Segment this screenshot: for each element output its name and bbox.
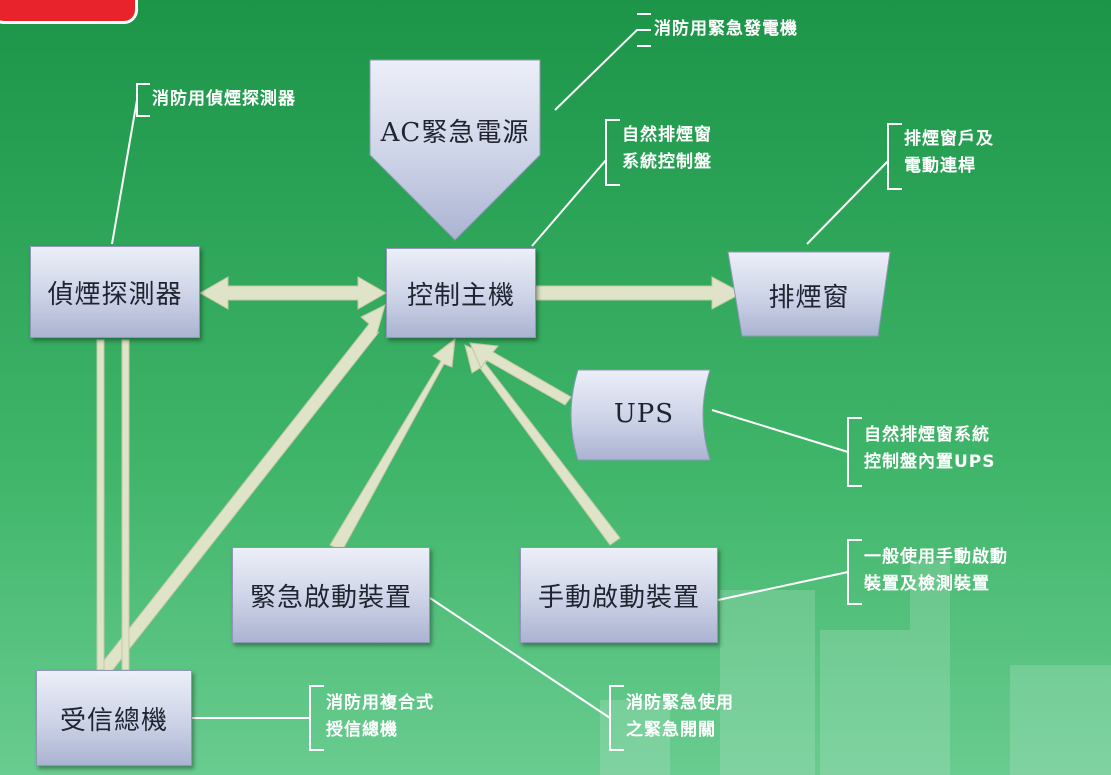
manual-start-label: 手動啟動裝置 (537, 582, 700, 613)
link-detector-receiver-right (121, 339, 130, 671)
arrow-emergency-control (329, 337, 456, 552)
callout-line-detector (111, 99, 138, 245)
callout-line-switch (429, 597, 611, 719)
callout-line-manual (717, 571, 849, 601)
smoke-window-shape (727, 251, 891, 337)
ups-text: UPS (578, 388, 710, 440)
building-silhouette (600, 560, 1111, 775)
ups-label: UPS (613, 399, 675, 429)
smoke-window-label: 排煙窗 (768, 282, 850, 313)
link-detector-receiver-left (96, 339, 105, 671)
callout-line-control-panel (531, 159, 607, 247)
callout-generator: 消防用緊急發電機 (654, 19, 798, 39)
callout-control-panel: 自然排煙窗 系統控制盤 (622, 125, 712, 172)
callout-composite: 消防用複合式 授信總機 (326, 693, 434, 740)
smoke-detector-label: 偵煙探測器 (47, 279, 183, 310)
callout-ups-builtin: 自然排煙窗系統 控制盤內置UPS (864, 425, 996, 472)
manual-start-box: 手動啟動裝置 (520, 547, 718, 643)
arrow-ups-control (469, 342, 572, 406)
ac-power-shape (369, 59, 541, 241)
callout-detector: 消防用偵煙探測器 (152, 89, 296, 109)
smoke-window-text: 排煙窗 (728, 268, 890, 322)
arrow-control-window (535, 276, 744, 310)
control-unit-box: 控制主機 (386, 248, 536, 338)
ac-power-label: AC緊急電源 (380, 117, 530, 148)
callout-window-rod: 排煙窗戶及 電動連桿 (904, 129, 994, 176)
callout-switch: 消防緊急使用 之緊急開關 (626, 693, 734, 740)
callout-line-generator (554, 29, 651, 111)
control-unit-label: 控制主機 (406, 280, 515, 311)
callout-line-ups (711, 409, 849, 453)
arrow-receiver-control (97, 304, 386, 677)
ac-power-text: AC緊急電源 (370, 100, 540, 160)
ups-shape (570, 369, 711, 461)
smoke-detector-box: 偵煙探測器 (30, 246, 200, 338)
emergency-start-label: 緊急啟動裝置 (249, 582, 412, 613)
receiver-box: 受信總機 (36, 670, 192, 766)
emergency-start-box: 緊急啟動裝置 (232, 547, 430, 643)
receiver-label: 受信總機 (59, 705, 168, 736)
callout-manual: 一般使用手動啟動 裝置及檢測裝置 (864, 547, 1008, 594)
arrow-detector-control (198, 276, 388, 310)
title-tab (0, 0, 138, 24)
callout-line-window (806, 160, 889, 245)
